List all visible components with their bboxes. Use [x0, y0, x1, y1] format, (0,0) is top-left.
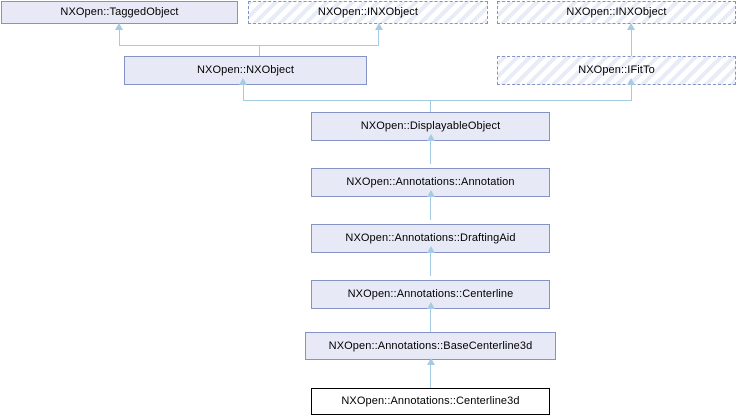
arrowhead-draftingaid: [427, 246, 435, 253]
arrowhead-nxobject: [239, 78, 247, 85]
class-node-label: NXOpen::TaggedObject: [60, 6, 179, 18]
arrowhead-annotation: [427, 190, 435, 197]
class-node-inxobject-left[interactable]: NXOpen::INXObject: [248, 1, 488, 24]
class-node-label: NXOpen::INXObject: [566, 6, 667, 18]
edge-centerline-to-draftingaid: [430, 253, 431, 276]
class-node-label: NXOpen::Annotations::Annotation: [346, 176, 515, 188]
class-node-label: NXOpen::Annotations::DraftingAid: [345, 232, 516, 244]
edge-displayableobject-to-nxobject: [243, 85, 244, 101]
class-node-label: NXOpen::IFitTo: [578, 64, 655, 76]
edge-displayableobject-riser: [430, 100, 431, 112]
edge-annotation-to-displayableobject: [430, 141, 431, 164]
class-node-taggedobject[interactable]: NXOpen::TaggedObject: [1, 1, 238, 24]
arrowhead-inxobject-right: [627, 23, 635, 30]
arrowhead-ifitto: [627, 78, 635, 85]
class-node-label: NXOpen::INXObject: [317, 6, 419, 18]
edge-ifitto-to-inxobject-right: [631, 30, 632, 56]
edge-nxobject-to-inxobject-left: [378, 30, 379, 46]
arrowhead-centerline: [427, 302, 435, 309]
edge-centerline3d-to-basecenterline3d: [430, 360, 431, 388]
edge-nxobject-to-taggedobject: [119, 30, 120, 46]
arrowhead-taggedobject: [115, 23, 123, 30]
arrowhead-inxobject-left: [375, 23, 383, 30]
class-node-inxobject-right[interactable]: NXOpen::INXObject: [497, 1, 736, 24]
edge-displayableobject-to-ifitto: [631, 85, 632, 101]
class-node-ifitto[interactable]: NXOpen::IFitTo: [497, 56, 736, 85]
class-node-label: NXOpen::Annotations::Centerline3d: [341, 395, 520, 407]
class-node-label: NXOpen::DisplayableObject: [360, 120, 501, 132]
edge-draftingaid-to-annotation: [430, 197, 431, 220]
class-node-label: NXOpen::NXObject: [197, 64, 294, 76]
class-node-centerline3d[interactable]: NXOpen::Annotations::Centerline3d: [311, 388, 550, 415]
class-node-label: NXOpen::Annotations::BaseCenterline3d: [328, 339, 533, 352]
class-node-basecenterline3d[interactable]: NXOpen::Annotations::BaseCenterline3d: [305, 332, 556, 360]
edge-basecenterline3d-to-centerline: [430, 309, 431, 332]
arrowhead-basecenterline3d: [427, 358, 435, 365]
edge-nxobject-riser: [259, 45, 260, 56]
edge-displayableobject-bus: [243, 100, 632, 101]
class-node-label: NXOpen::Annotations::Centerline: [347, 288, 514, 300]
arrowhead-displayableobject: [427, 134, 435, 141]
edge-nxobject-bus: [119, 45, 379, 46]
